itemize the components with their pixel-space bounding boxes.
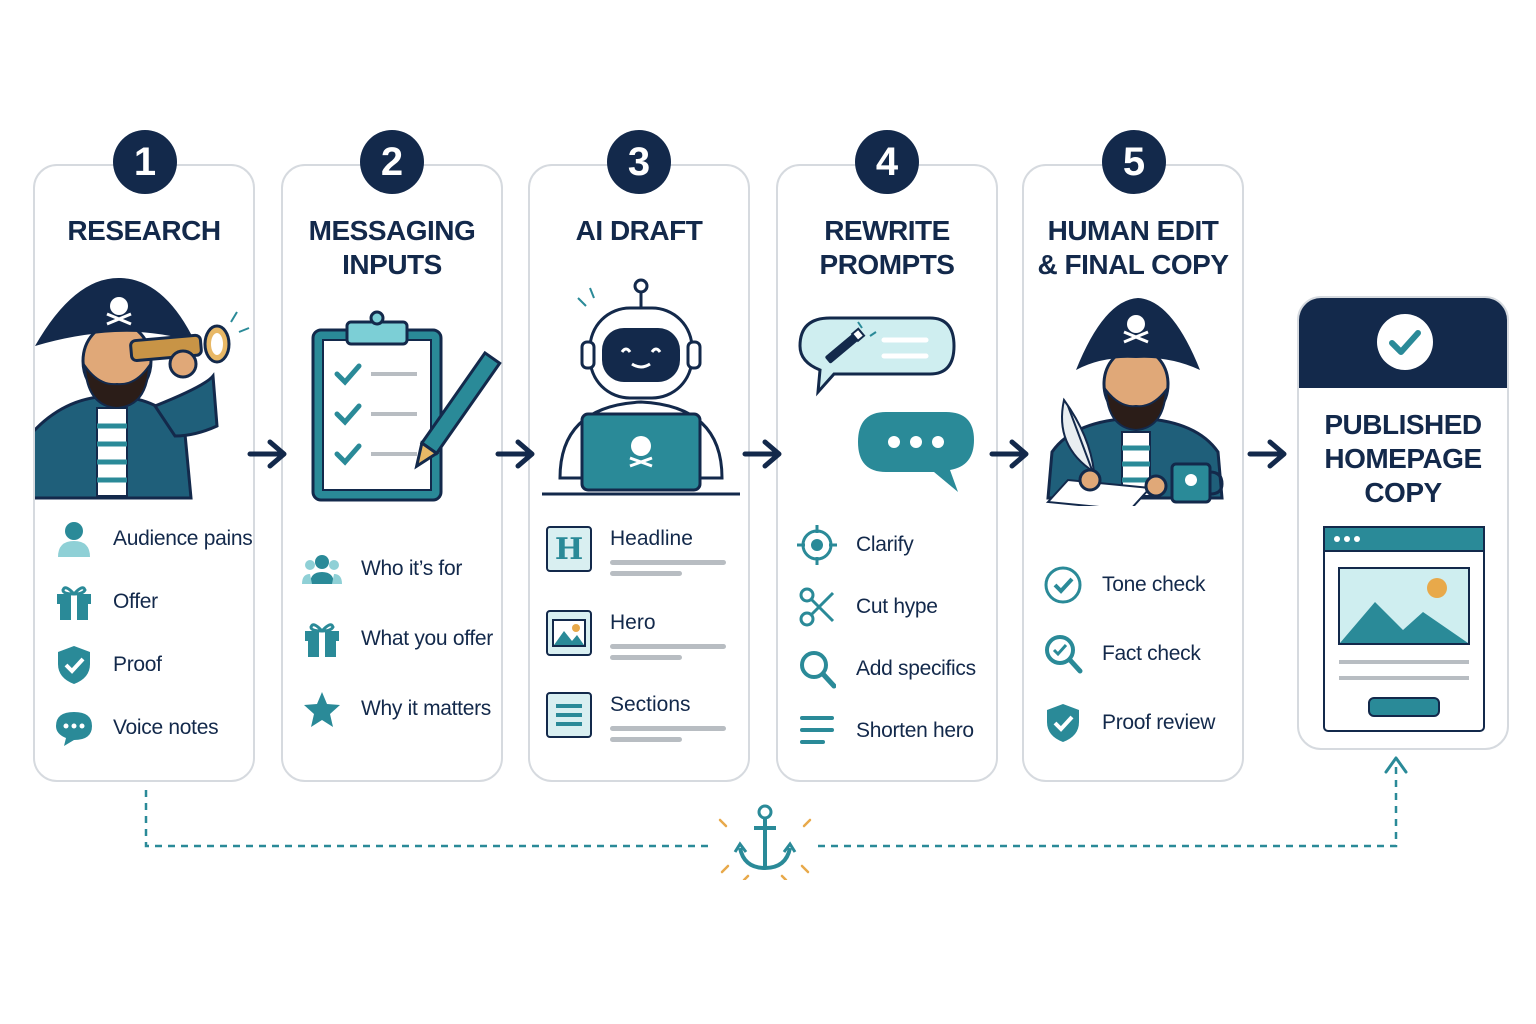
target-icon [796,524,838,566]
check-icon [1377,314,1433,370]
pirate-telescope-illustration [35,277,250,500]
list-item-label: Clarify [856,533,914,556]
list-item: Shorten hero [796,710,974,752]
pirate-writing-illustration [1045,298,1224,506]
step-title: RESEARCH [67,215,221,246]
people-icon [301,548,343,590]
arrow-right-icon [1247,439,1287,469]
list-item: Clarify [796,524,914,566]
published-card-header [1299,298,1507,388]
list-item: What you offer [301,618,493,660]
gift-icon [53,581,95,623]
list-item: Who it’s for [301,548,462,590]
list-item: Proof review [1042,702,1215,744]
list-icon [546,692,592,738]
star-icon [301,688,343,730]
list-item: Proof [53,644,162,686]
arrow-right-icon [495,439,535,469]
step-3-number: 3 [607,130,671,194]
list-item: Fact check [1042,633,1201,675]
list-item-label: Hero [610,611,656,634]
magnifier-icon [796,648,838,690]
step-2-number: 2 [360,130,424,194]
step-card-messaging-inputs: MESSAGING INPUTS Who it’s for What you o… [281,164,503,782]
step-card-ai-draft: AI DRAFT H Headline Hero [528,164,750,782]
list-item-label: Add specifics [856,657,976,680]
step-1-number: 1 [113,130,177,194]
list-item: Voice notes [53,707,219,749]
arrow-right-icon [247,439,287,469]
list-item: Tone check [1042,564,1206,606]
image-icon [546,610,592,656]
arrow-right-icon [989,439,1029,469]
list-item-label: Audience pains [113,527,253,550]
chat-bubbles-illustration [798,316,974,492]
robot-laptop-illustration [542,278,740,496]
shield-check-icon [53,644,95,686]
list-item: H Headline [546,526,726,576]
list-item: Hero [546,610,726,660]
check-circle-icon [1042,564,1084,606]
list-item-label: Proof review [1102,711,1216,734]
step-title: MESSAGING INPUTS [308,215,476,280]
lines-icon [796,710,838,752]
list-item-label: Cut hype [856,595,938,618]
chat-bubble-icon [53,707,95,749]
list-item-label: Headline [610,527,693,550]
step-title: REWRITE PROMPTS [819,215,955,280]
list-item: Cut hype [796,586,938,628]
published-copy-card: PUBLISHED HOMEPAGE COPY [1297,296,1509,750]
step-card-human-edit: HUMAN EDIT & FINAL COPY Tone check Fact … [1022,164,1244,782]
gift-icon [301,618,343,660]
step-4-number: 4 [855,130,919,194]
list-item-label: Voice notes [113,716,219,739]
list-item-label: Proof [113,653,162,676]
list-item-label: Who it’s for [361,557,463,580]
list-item-label: Fact check [1102,642,1201,665]
person-icon [53,518,95,560]
step-card-rewrite-prompts: REWRITE PROMPTS Clarify Cut hype Add spe… [776,164,998,782]
list-item-label: What you offer [361,627,493,650]
list-item-label: Tone check [1102,573,1206,596]
arrow-right-icon [742,439,782,469]
magnifier-check-icon [1042,633,1084,675]
list-item-label: Why it matters [361,697,491,720]
list-item-label: Sections [610,693,691,716]
heading-icon: H [546,526,592,572]
list-item: Why it matters [301,688,491,730]
step-title: AI DRAFT [575,215,703,246]
step-card-research: RESEARCH Audience pains Offer [33,164,255,782]
shield-check-icon [1042,702,1084,744]
list-item-label: Shorten hero [856,719,974,742]
list-item: Offer [53,581,158,623]
list-item: Sections [546,692,726,742]
webpage-mockup-illustration [1323,526,1485,732]
published-title: PUBLISHED HOMEPAGE COPY [1324,409,1482,508]
step-title: HUMAN EDIT & FINAL COPY [1037,215,1229,280]
scissors-icon [796,586,838,628]
list-item: Audience pains [53,518,253,560]
list-item: Add specifics [796,648,976,690]
step-5-number: 5 [1102,130,1166,194]
anchor-icon [718,804,812,880]
list-item-label: Offer [113,590,158,613]
clipboard-pencil-illustration [311,310,502,502]
